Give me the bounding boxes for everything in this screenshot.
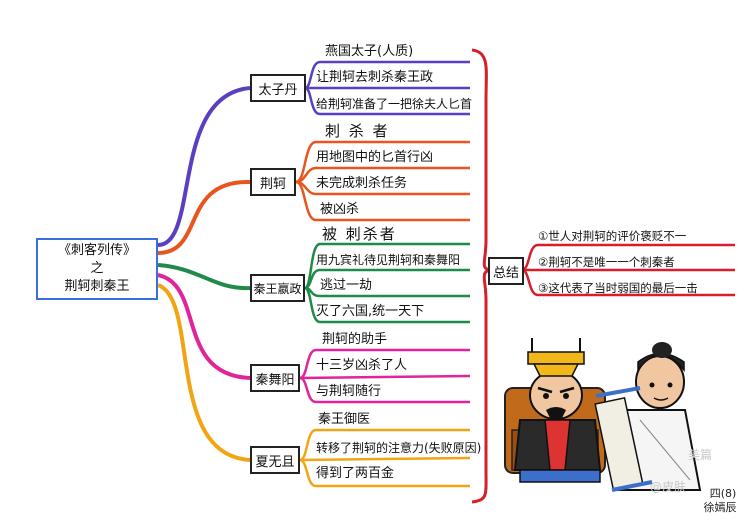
item-qinwang-3: 逃过一劫	[320, 278, 373, 293]
bracket-jingke	[295, 140, 470, 222]
watermark-handle: @皮肤	[650, 480, 687, 494]
item-taizidan-3: 给荆轲准备了一把徐夫人匕首	[316, 97, 473, 111]
connector-qinwuyang	[157, 273, 251, 380]
item-jingke-1: 刺 杀 者	[325, 122, 390, 140]
root-title-box: 《刺客列传》 之 荆轲刺秦王	[36, 238, 158, 300]
item-jingke-2: 用地图中的匕首行凶	[316, 150, 434, 165]
branch-box-qinwang: 秦王嬴政	[250, 274, 305, 302]
summary-item-2: ②荆轲不是唯一一个刺秦者	[538, 255, 675, 269]
root-title-line1: 《刺客列传》	[57, 243, 136, 258]
branch-box-jingke: 荆轲	[250, 168, 296, 196]
summary-lines	[521, 243, 735, 297]
item-qinwang-4: 灭了六国,统一天下	[316, 304, 425, 319]
bracket-qinwang	[303, 242, 470, 324]
item-qinwuyang-1: 荆轲的助手	[322, 332, 388, 347]
bracket-taizidan	[304, 60, 470, 116]
item-xiawuqie-3: 得到了两百金	[316, 466, 395, 481]
summary-item-3: ③这代表了当时弱国的最后一击	[538, 281, 698, 295]
watermark-meipian: 美篇	[688, 448, 713, 462]
summary-bracket	[471, 48, 491, 504]
item-qinwang-1: 被 刺杀者	[322, 225, 397, 243]
bracket-qinwuyang	[299, 348, 471, 404]
summary-box: 总结	[488, 257, 524, 285]
branch-label-qinwang: 秦王嬴政	[253, 281, 302, 296]
branch-box-taizidan: 太子丹	[250, 74, 306, 102]
signature-class: 四(8)	[709, 487, 737, 500]
branch-label-xiawuqie: 夏无且	[255, 454, 295, 470]
branch-label-taizidan: 太子丹	[258, 82, 298, 98]
branch-box-qinwuyang: 秦舞阳	[250, 364, 300, 392]
connector-qinwang	[157, 263, 251, 291]
item-taizidan-1: 燕国太子(人质)	[325, 44, 414, 59]
item-taizidan-2: 让荆轲去刺杀秦王政	[316, 70, 434, 85]
item-jingke-4: 被凶杀	[320, 202, 360, 217]
root-title-line3: 荆轲刺秦王	[64, 279, 130, 294]
connector-jingke	[157, 179, 251, 255]
summary-label: 总结	[492, 265, 519, 281]
branch-label-jingke: 荆轲	[259, 176, 286, 192]
signature-name: 徐嫣辰	[703, 501, 737, 514]
branch-label-qinwuyang: 秦舞阳	[255, 372, 295, 388]
item-xiawuqie-2: 转移了荆轲的注意力(失败原因)	[316, 441, 482, 455]
item-jingke-3: 未完成刺杀任务	[316, 176, 408, 191]
branch-box-xiawuqie: 夏无且	[250, 446, 300, 474]
connector-xiawuqie	[157, 283, 251, 462]
bracket-xiawuqie	[299, 428, 471, 488]
cartoon-illustration	[504, 338, 702, 492]
item-xiawuqie-1: 秦王御医	[318, 412, 371, 427]
root-title-line2: 之	[90, 261, 104, 276]
connector-taizidan	[157, 86, 251, 247]
item-qinwuyang-3: 与荆轲随行	[316, 384, 382, 399]
summary-item-1: ①世人对荆轲的评价褒贬不一	[538, 229, 687, 243]
item-qinwuyang-2: 十三岁凶杀了人	[316, 358, 408, 373]
item-qinwang-2: 用九宾礼待见荆轲和秦舞阳	[316, 253, 461, 267]
